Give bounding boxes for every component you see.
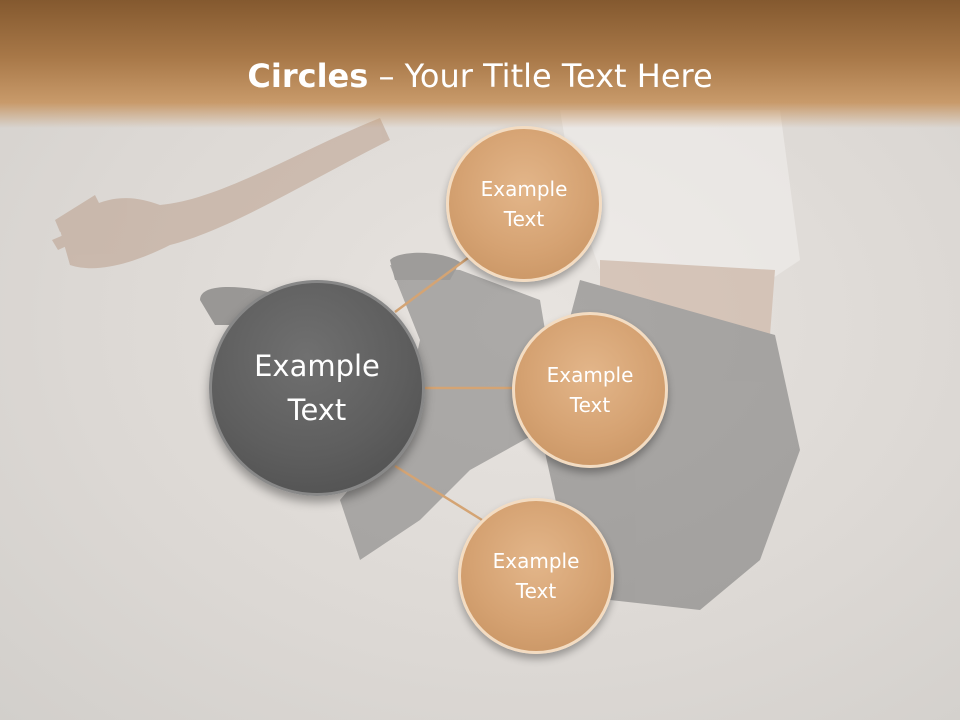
center-circle[interactable]: Example Text [209, 280, 425, 496]
title-bold: Circles [247, 57, 369, 95]
connector-line-top [394, 253, 473, 314]
node-circle-2-label: Example Text [547, 360, 634, 420]
center-circle-label: Example Text [254, 344, 380, 432]
node-2-label-line2: Text [569, 393, 611, 417]
center-label-line2: Text [287, 393, 347, 427]
node-2-label-line1: Example [546, 363, 634, 387]
connector-line-bottom [394, 464, 483, 522]
node-circle-3-label: Example Text [493, 546, 580, 606]
node-circle-3[interactable]: Example Text [458, 498, 614, 654]
node-3-label-line2: Text [515, 579, 557, 603]
node-1-label-line1: Example [480, 177, 568, 201]
node-circle-1-label: Example Text [481, 174, 568, 234]
title-rest: – Your Title Text Here [368, 57, 713, 95]
node-circle-1[interactable]: Example Text [446, 126, 602, 282]
node-circle-2[interactable]: Example Text [512, 312, 668, 468]
center-label-line1: Example [254, 349, 380, 383]
slide-title: Circles – Your Title Text Here [0, 54, 960, 98]
title-bar [0, 0, 960, 128]
node-1-label-line2: Text [503, 207, 545, 231]
node-3-label-line1: Example [492, 549, 580, 573]
